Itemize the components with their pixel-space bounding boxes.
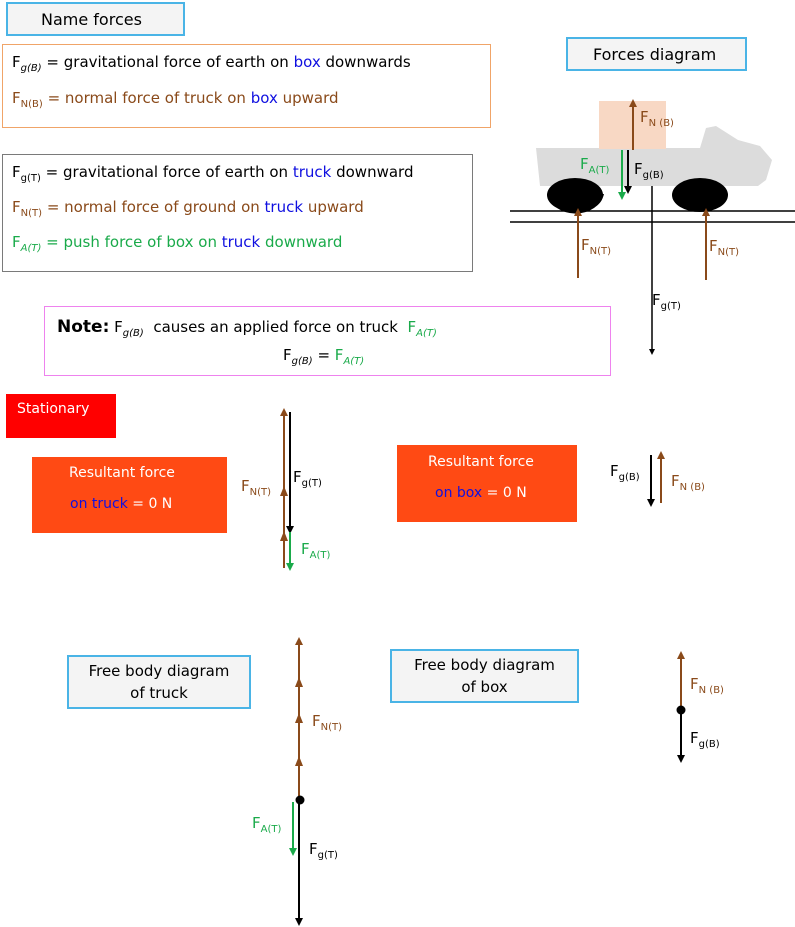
label-fnt-right-truck: FN(T) xyxy=(709,237,740,258)
truck-body xyxy=(536,126,772,186)
label-fbd-fgt: Fg(T) xyxy=(309,840,338,861)
label-res-fat: FA(T) xyxy=(301,540,331,561)
def-fat: FA(T) = push force of box on truck downw… xyxy=(12,233,343,254)
def-fgb: Fg(B) = gravitational force of earth on … xyxy=(12,53,411,74)
arrow-res-fnt-mid1 xyxy=(280,486,288,496)
name-forces-title: Name forces xyxy=(6,2,185,36)
stationary-badge: Stationary xyxy=(6,394,116,438)
fbd-truck-fnt-mid3 xyxy=(295,756,303,766)
label-fbd-fgb: Fg(B) xyxy=(690,729,720,750)
label-fbd-fnb: FN (B) xyxy=(690,675,724,696)
label-res-fnb: FN (B) xyxy=(671,472,705,493)
label-res-fnt: FN(T) xyxy=(241,477,272,498)
wheel-right-top xyxy=(672,178,728,212)
def-fnb: FN(B) = normal force of truck on box upw… xyxy=(12,89,339,110)
arrow-res-fnt-mid2 xyxy=(280,531,288,541)
label-fat-truck: FA(T) xyxy=(580,155,610,176)
wheel-left-top xyxy=(547,178,603,212)
resultant-truck-panel: Resultant force on truck = 0 N xyxy=(32,457,227,533)
fbd-truck-line2: of truck xyxy=(130,684,188,702)
resultant-truck-line1: Resultant force xyxy=(69,465,175,481)
resultant-box-line2: on box = 0 N xyxy=(435,485,527,501)
label-fbd-fnt: FN(T) xyxy=(312,712,343,733)
resultant-box-line1: Resultant force xyxy=(428,454,534,470)
label-fgt-truck: Fg(T) xyxy=(652,291,681,312)
fbd-truck-line1: Free body diagram xyxy=(88,662,230,680)
fbd-box-point xyxy=(676,705,686,715)
resultant-truck-line2: on truck = 0 N xyxy=(70,496,173,512)
truck-forces-panel: Fg(T) = gravitational force of earth on … xyxy=(2,154,473,272)
fbd-truck-fnt-mid2 xyxy=(295,713,303,723)
name-forces-title-text: Name forces xyxy=(41,10,142,29)
fbd-truck-fnt-mid1 xyxy=(295,677,303,687)
label-fnb-truck: FN (B) xyxy=(640,108,674,129)
forces-diagram-title: Forces diagram xyxy=(566,37,747,71)
fbd-box-line1: Free body diagram xyxy=(414,656,555,674)
forces-diagram-title-text: Forces diagram xyxy=(593,45,717,64)
note-line-1: Note: Fg(B) causes an applied force on t… xyxy=(57,317,437,339)
fbd-box-title: Free body diagram of box xyxy=(390,649,579,703)
fbd-truck-point xyxy=(295,795,305,805)
def-fnt: FN(T) = normal force of ground on truck … xyxy=(12,198,364,219)
label-fnt-left-truck: FN(T) xyxy=(581,236,612,257)
box-forces-panel: Fg(B) = gravitational force of earth on … xyxy=(2,44,491,128)
stationary-text: Stationary xyxy=(17,401,90,417)
fbd-truck-title: Free body diagram of truck xyxy=(67,655,251,709)
label-res-fgt: Fg(T) xyxy=(293,468,322,489)
resultant-box-panel: Resultant force on box = 0 N xyxy=(397,445,577,522)
label-fgb-truck: Fg(B) xyxy=(634,160,664,181)
fbd-box-line2: of box xyxy=(461,678,508,696)
label-fbd-fat: FA(T) xyxy=(252,814,282,835)
def-fgt: Fg(T) = gravitational force of earth on … xyxy=(12,163,414,184)
note-panel: Note: Fg(B) causes an applied force on t… xyxy=(44,306,611,376)
note-label: Note: xyxy=(57,317,110,337)
note-line-2: Fg(B) = FA(T) xyxy=(283,346,365,367)
label-res-fgb: Fg(B) xyxy=(610,462,640,483)
